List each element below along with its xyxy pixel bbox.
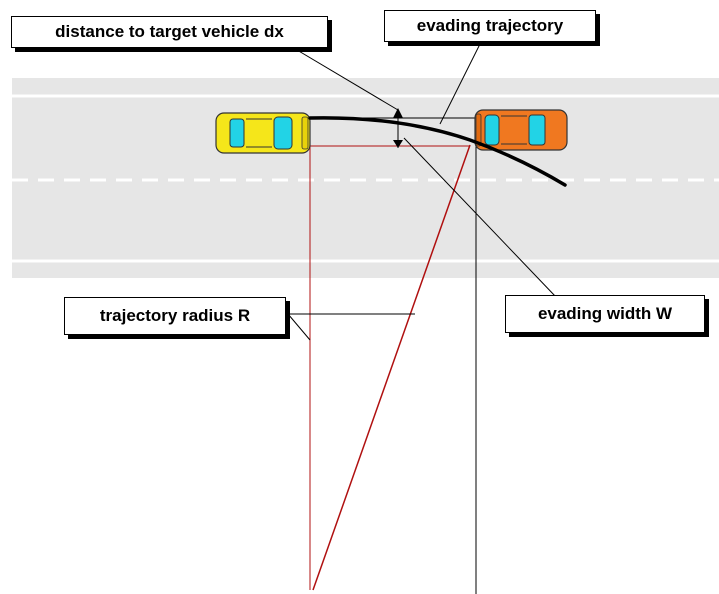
road [12, 78, 719, 278]
orange-car-icon [474, 109, 568, 151]
evading-trajectory-curve [308, 116, 567, 187]
evading-width-label: evading width W [505, 295, 705, 333]
leader-distance [291, 46, 399, 111]
distance-label: distance to target vehicle dx [11, 16, 328, 48]
trajectory-radius-label: trajectory radius R [64, 297, 286, 335]
leader-evading-trajectory [439, 43, 481, 125]
yellow-car-icon [215, 112, 311, 154]
leader-radius-bottom [287, 313, 311, 341]
leader-evading-width [403, 137, 557, 298]
evading-width-arrow [393, 108, 403, 148]
evading-trajectory-label: evading trajectory [384, 10, 596, 42]
radius-line-diagonal [312, 144, 471, 591]
